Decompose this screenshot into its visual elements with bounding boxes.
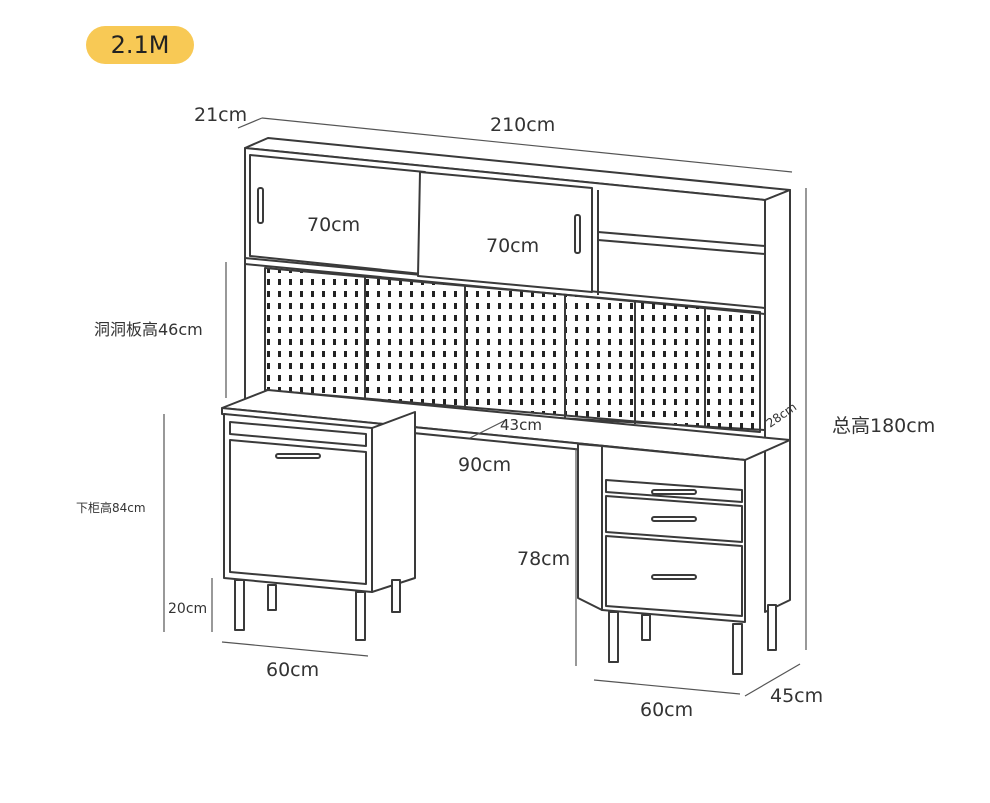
label-leg-height: 20cm xyxy=(168,601,207,617)
label-desk-width: 90cm xyxy=(458,454,511,476)
left-leg-4 xyxy=(391,579,401,613)
sliding-door-right xyxy=(417,171,593,293)
pegboard xyxy=(264,267,761,433)
door-handle-left xyxy=(257,187,264,224)
label-width-total: 210cm xyxy=(490,114,555,136)
label-total-height: 总高180cm xyxy=(832,415,935,437)
right-drawer-handle-1 xyxy=(651,489,697,495)
right-leg-4 xyxy=(767,604,777,651)
left-cabinet-drawer xyxy=(229,421,367,447)
label-desk-height: 78cm xyxy=(517,548,570,570)
right-leg-3 xyxy=(641,614,651,641)
dim-line-210 xyxy=(261,117,793,173)
right-drawer-handle-2 xyxy=(651,516,697,522)
right-leg-2 xyxy=(732,623,743,675)
right-leg-1 xyxy=(608,611,619,663)
dim-line-21 xyxy=(237,117,263,129)
label-lower-cabinet-height: 下柜高84cm xyxy=(76,500,146,515)
left-leg-1 xyxy=(234,579,245,631)
right-cabinet-side xyxy=(577,443,603,611)
dim-line-right-60 xyxy=(593,679,741,695)
label-left-cabinet-width: 60cm xyxy=(266,659,319,681)
size-badge: 2.1M xyxy=(86,26,194,64)
right-drawer-handle-3 xyxy=(651,574,697,580)
left-leg-2 xyxy=(355,591,366,641)
label-depth-top: 21cm xyxy=(194,104,247,126)
dim-line-45 xyxy=(744,663,801,697)
label-right-cabinet-width: 60cm xyxy=(640,699,693,721)
label-door-left: 70cm xyxy=(307,214,360,236)
left-cabinet-door xyxy=(229,439,367,585)
door-handle-right xyxy=(574,214,581,254)
label-cabinet-depth: 45cm xyxy=(770,685,823,707)
label-pegboard-height: 洞洞板高46cm xyxy=(94,320,203,339)
label-desk-gap: 43cm xyxy=(500,416,542,434)
left-leg-3 xyxy=(267,584,277,611)
left-door-handle xyxy=(275,453,321,459)
dim-line-43 xyxy=(469,419,507,439)
dim-line-left-60 xyxy=(221,641,369,657)
label-door-right: 70cm xyxy=(486,235,539,257)
right-side-panel xyxy=(764,189,791,613)
left-cabinet-side xyxy=(371,411,416,593)
